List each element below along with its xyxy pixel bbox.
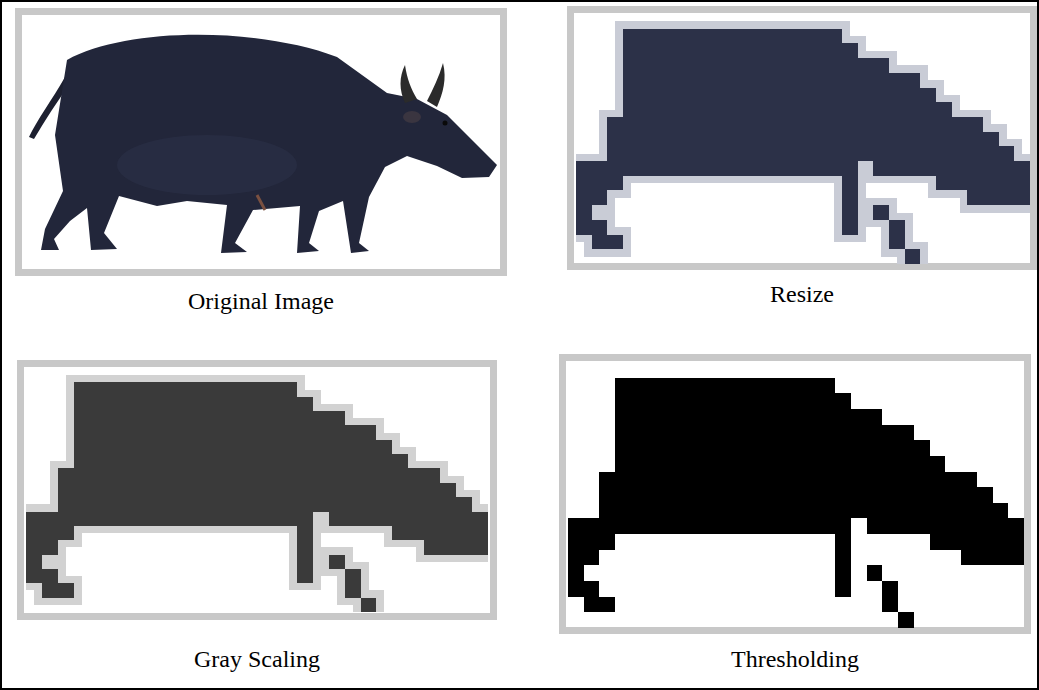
panel-caption: Resize — [770, 281, 834, 309]
resized-image — [576, 14, 1030, 264]
panel-caption: Gray Scaling — [194, 646, 320, 674]
panel-caption: Original Image — [188, 288, 334, 316]
threshold-image — [568, 362, 1024, 628]
grayscale-image — [26, 368, 488, 612]
panel-caption: Thresholding — [731, 646, 859, 674]
buffalo-photo — [22, 15, 500, 269]
